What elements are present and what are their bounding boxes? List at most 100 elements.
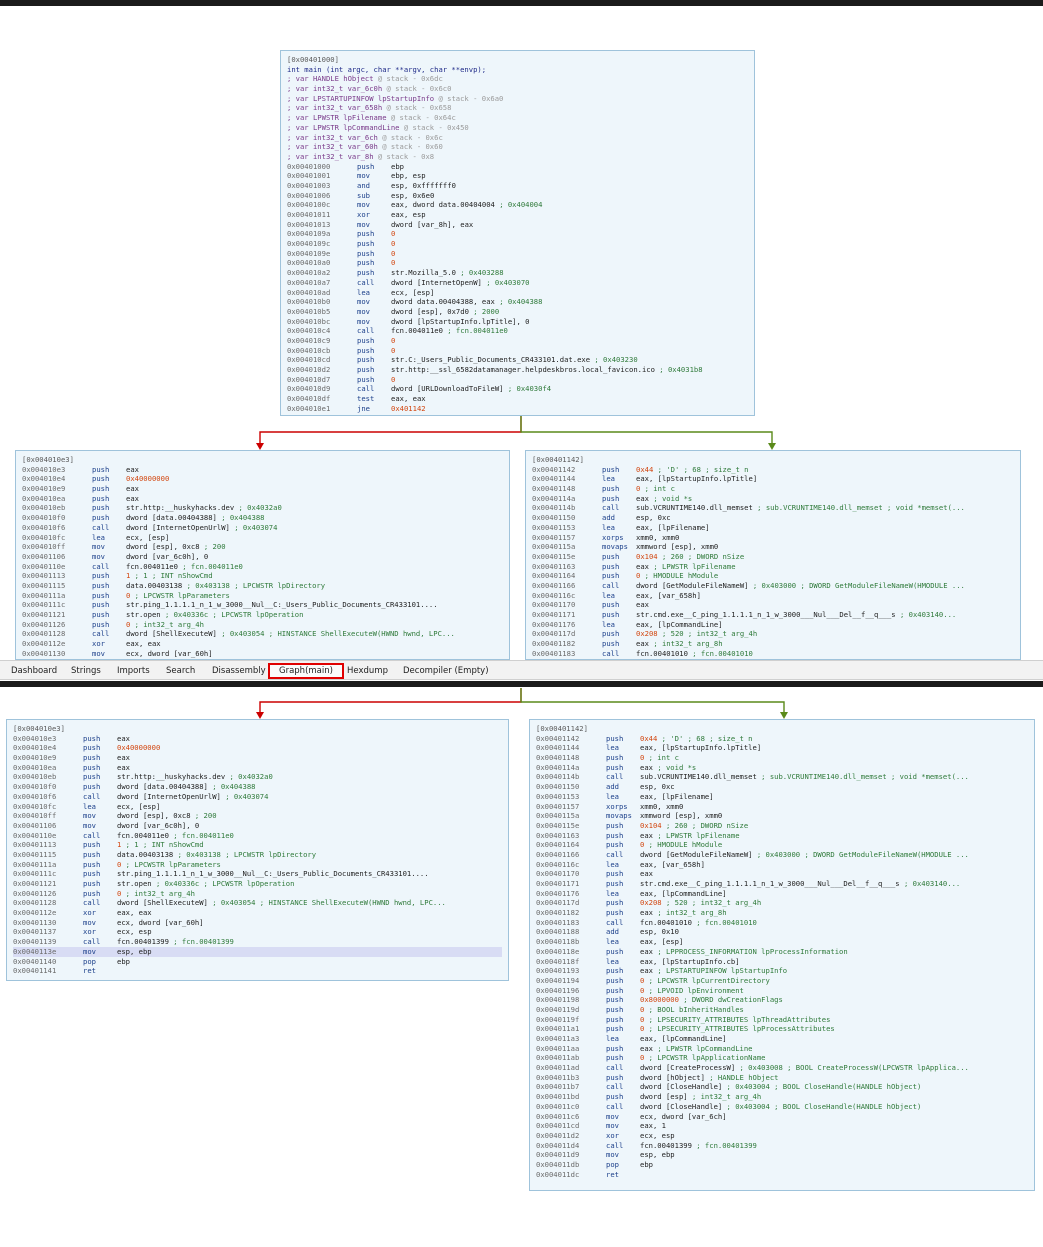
tab-search[interactable]: Search xyxy=(166,666,196,676)
tab-imports[interactable]: Imports xyxy=(117,666,150,676)
tab-dashboard[interactable]: Dashboard xyxy=(11,666,58,676)
tab-strings[interactable]: Strings xyxy=(71,666,101,676)
code-block-main[interactable]: [0x00401000] int main (int argc, char **… xyxy=(280,50,755,416)
tab-hexdump[interactable]: Hexdump xyxy=(347,666,388,676)
tab-decompiler[interactable]: Decompiler (Empty) xyxy=(403,666,489,676)
tab-graph-main[interactable]: Graph(main) xyxy=(268,663,344,679)
